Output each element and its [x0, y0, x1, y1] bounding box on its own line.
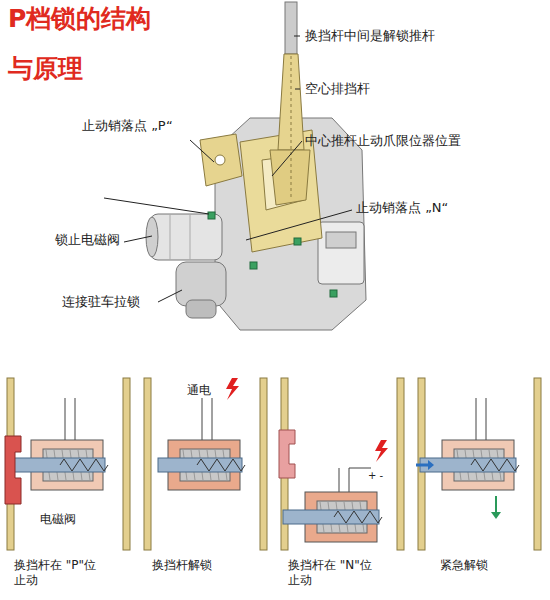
- part-label: 连接驻车拉锁: [62, 294, 140, 310]
- leader-line: [272, 141, 302, 176]
- wire: [476, 398, 477, 440]
- signal-label: 通电: [187, 383, 211, 398]
- lock-solenoid: [150, 214, 222, 260]
- part-label: 电磁阀: [40, 512, 76, 527]
- side-module-detail: [326, 232, 356, 248]
- lock-pin: [420, 458, 516, 472]
- marker: [330, 290, 337, 297]
- push-rod: [291, 56, 292, 200]
- detent-hook: [279, 430, 295, 478]
- marker: [294, 238, 301, 245]
- panel-caption: 换挡杆在 "P"位 止动: [14, 558, 112, 588]
- wire: [486, 398, 487, 440]
- push-arrow: [416, 464, 428, 467]
- leader-line: [295, 89, 300, 90]
- release-arrow-head: [491, 512, 501, 519]
- spring: [197, 459, 245, 471]
- part-label: 锁止电磁阀: [55, 232, 120, 248]
- lever-shaft: [285, 2, 297, 54]
- polarity-label: + -: [368, 470, 383, 483]
- marker: [208, 212, 215, 219]
- wire: [212, 398, 213, 440]
- power-symbol: [375, 440, 388, 462]
- leader-line: [158, 290, 182, 302]
- part-label: 止动销落点 „P“: [82, 118, 173, 134]
- lever-bar: [144, 378, 151, 550]
- wire: [65, 398, 66, 440]
- release-arrow: [495, 496, 497, 512]
- title: P档锁的结构 与原理: [8, 0, 183, 94]
- push-arrow-head: [428, 460, 434, 470]
- wire: [349, 468, 371, 469]
- cable-connector: [176, 262, 226, 306]
- p-plate-hole: [215, 155, 225, 165]
- part-label: 止动销落点 „N“: [356, 200, 448, 216]
- solenoid-rib: [190, 214, 191, 260]
- panel-caption: 紧急解锁: [440, 558, 540, 573]
- wire: [349, 468, 350, 492]
- marker: [250, 262, 257, 269]
- wire: [75, 398, 76, 440]
- lever-bar: [397, 378, 404, 550]
- lever-base: [270, 150, 310, 205]
- panel-caption: 换挡杆在 "N"位 止动: [288, 558, 386, 588]
- leader-line: [190, 140, 214, 162]
- leader-line: [124, 236, 152, 242]
- wire: [339, 468, 340, 492]
- solenoid-rib: [170, 214, 171, 260]
- lever-bar: [260, 378, 267, 550]
- wire: [202, 398, 203, 440]
- part-label: 空心排挡杆: [305, 81, 370, 97]
- side-module: [318, 222, 364, 284]
- spring: [60, 459, 108, 471]
- lock-pin: [283, 510, 379, 524]
- spring: [334, 511, 382, 523]
- detent-hook: [5, 436, 21, 504]
- part-label: 中心推杆止动爪限位器位置: [305, 133, 461, 149]
- p-plate: [200, 134, 242, 186]
- power-symbol: [226, 378, 239, 400]
- leader-line: [246, 210, 352, 240]
- lever-bar: [534, 378, 541, 550]
- spring: [471, 459, 519, 471]
- cable-end: [186, 300, 216, 318]
- panel-caption: 换挡杆解锁: [152, 558, 262, 573]
- part-label: 换挡杆中间是解锁推杆: [305, 28, 435, 44]
- leader-line: [294, 36, 300, 37]
- lever-bar: [123, 378, 130, 550]
- lock-pin: [9, 458, 105, 472]
- leader-line: [104, 198, 209, 214]
